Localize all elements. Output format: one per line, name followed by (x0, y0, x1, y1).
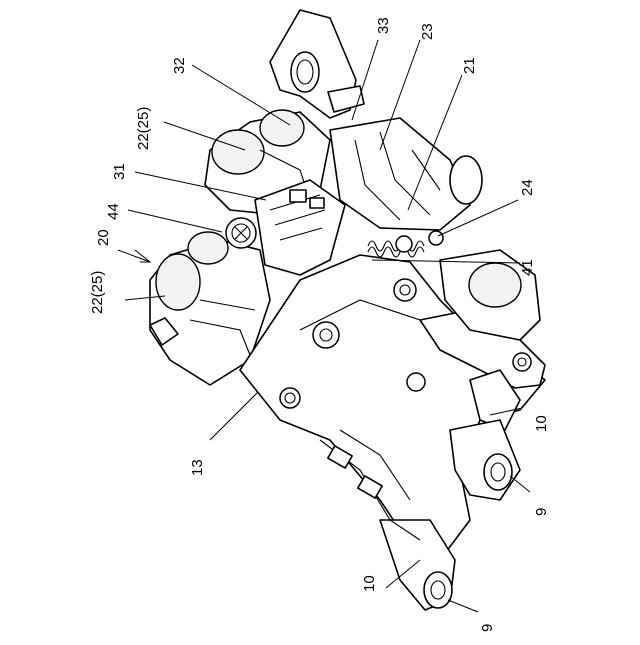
label-13: 13 (189, 459, 206, 476)
label-10-right: 10 (533, 415, 550, 432)
label-33: 33 (375, 17, 392, 34)
label-23: 23 (419, 23, 436, 40)
label-21: 21 (461, 57, 478, 74)
coil-spring (368, 231, 443, 257)
label-44: 44 (105, 203, 122, 220)
label-41: 41 (519, 259, 536, 276)
label-32: 32 (171, 57, 188, 74)
screw (226, 218, 256, 248)
label-10-left: 10 (361, 575, 378, 592)
label-22-25-lower: 22(25) (89, 271, 106, 314)
label-24: 24 (519, 179, 536, 196)
label-9-left: 9 (479, 624, 496, 632)
central-frame (255, 180, 345, 275)
label-22-25-upper: 22(25) (135, 107, 152, 150)
label-31: 31 (111, 163, 128, 180)
label-9-right: 9 (533, 508, 550, 516)
cylinder-housing (330, 118, 482, 230)
top-bracket (270, 10, 364, 118)
label-20: 20 (95, 229, 112, 246)
